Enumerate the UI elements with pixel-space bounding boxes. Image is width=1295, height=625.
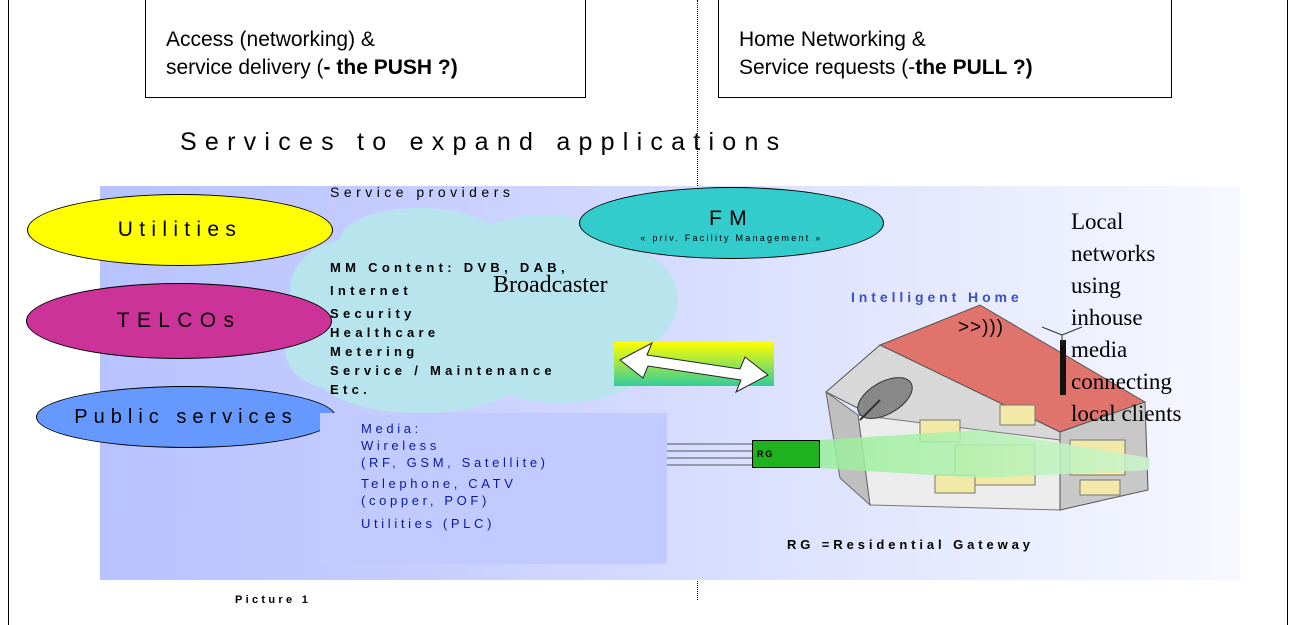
- utilities-ellipse: Utilities: [27, 194, 333, 266]
- utilities-label: Utilities: [117, 218, 243, 241]
- cloud-item: Healthcare: [330, 325, 440, 340]
- telcos-ellipse: TELCOs: [26, 283, 332, 359]
- cloud-item: MM Content: DVB, DAB,: [330, 260, 569, 275]
- media-list: Media: Wireless (RF, GSM, Satellite) Tel…: [361, 420, 549, 532]
- cloud-item: Etc.: [330, 382, 372, 397]
- local-networks-line: connecting: [1071, 369, 1172, 394]
- media-line: Telephone, CATV: [361, 476, 517, 491]
- local-networks-line: networks: [1071, 241, 1156, 266]
- media-box: [320, 413, 667, 564]
- pull-box-line1: Home Networking &: [739, 28, 926, 51]
- pull-box: Home Networking & Service requests (-the…: [718, 0, 1172, 98]
- local-networks-line: Local: [1071, 209, 1124, 234]
- telcos-label: TELCOs: [116, 309, 242, 332]
- local-networks-text: Local networks using inhouse media conne…: [1071, 206, 1182, 430]
- page-frame: [8, 0, 1288, 625]
- push-box-line2: service delivery (- the PUSH ?): [166, 56, 458, 79]
- rg-label: RG: [757, 449, 775, 459]
- cloud-item: Metering: [330, 344, 419, 359]
- media-line: (RF, GSM, Satellite): [361, 455, 549, 470]
- pull-box-line2: Service requests (-the PULL ?): [739, 56, 1033, 79]
- broadcaster-label: Broadcaster: [493, 272, 608, 298]
- signal-waves: >>))): [958, 317, 1004, 338]
- bidirectional-arrow: [614, 341, 774, 394]
- local-networks-line: using: [1071, 273, 1121, 298]
- fm-ellipse: FM « priv. Facility Management »: [579, 187, 884, 259]
- public-services-label: Public services: [74, 405, 298, 428]
- cloud-item: Security: [330, 306, 416, 321]
- residential-gateway-box: RG: [752, 440, 820, 468]
- picture-caption: Picture 1: [235, 594, 312, 606]
- fm-sublabel: « priv. Facility Management »: [640, 233, 823, 243]
- local-networks-line: inhouse: [1071, 305, 1143, 330]
- media-line: Wireless: [361, 438, 440, 453]
- intelligent-home-label: Intelligent Home: [851, 289, 1023, 305]
- cloud-item: Service / Maintenance: [330, 363, 556, 378]
- cloud-content-list: MM Content: DVB, DAB, Internet Security …: [330, 258, 569, 399]
- house-illustration: [820, 304, 1150, 511]
- service-providers-label: Service providers: [330, 184, 515, 200]
- rg-caption: RG =Residential Gateway: [787, 537, 1034, 552]
- media-line: (copper, POF): [361, 493, 490, 508]
- local-networks-line: media: [1071, 337, 1128, 362]
- local-networks-line: local clients: [1071, 401, 1182, 426]
- fm-label: FM: [708, 207, 755, 230]
- push-box: Access (networking) & service delivery (…: [145, 0, 586, 98]
- antenna-icon: [1041, 326, 1083, 345]
- push-box-line1: Access (networking) &: [166, 28, 375, 51]
- cloud-item: Internet: [330, 283, 412, 298]
- media-line: Media:: [361, 421, 422, 436]
- services-heading: Services to expand applications: [180, 128, 788, 156]
- public-services-ellipse: Public services: [36, 386, 336, 448]
- connection-wires: [667, 443, 752, 466]
- media-line: Utilities (PLC): [361, 516, 496, 531]
